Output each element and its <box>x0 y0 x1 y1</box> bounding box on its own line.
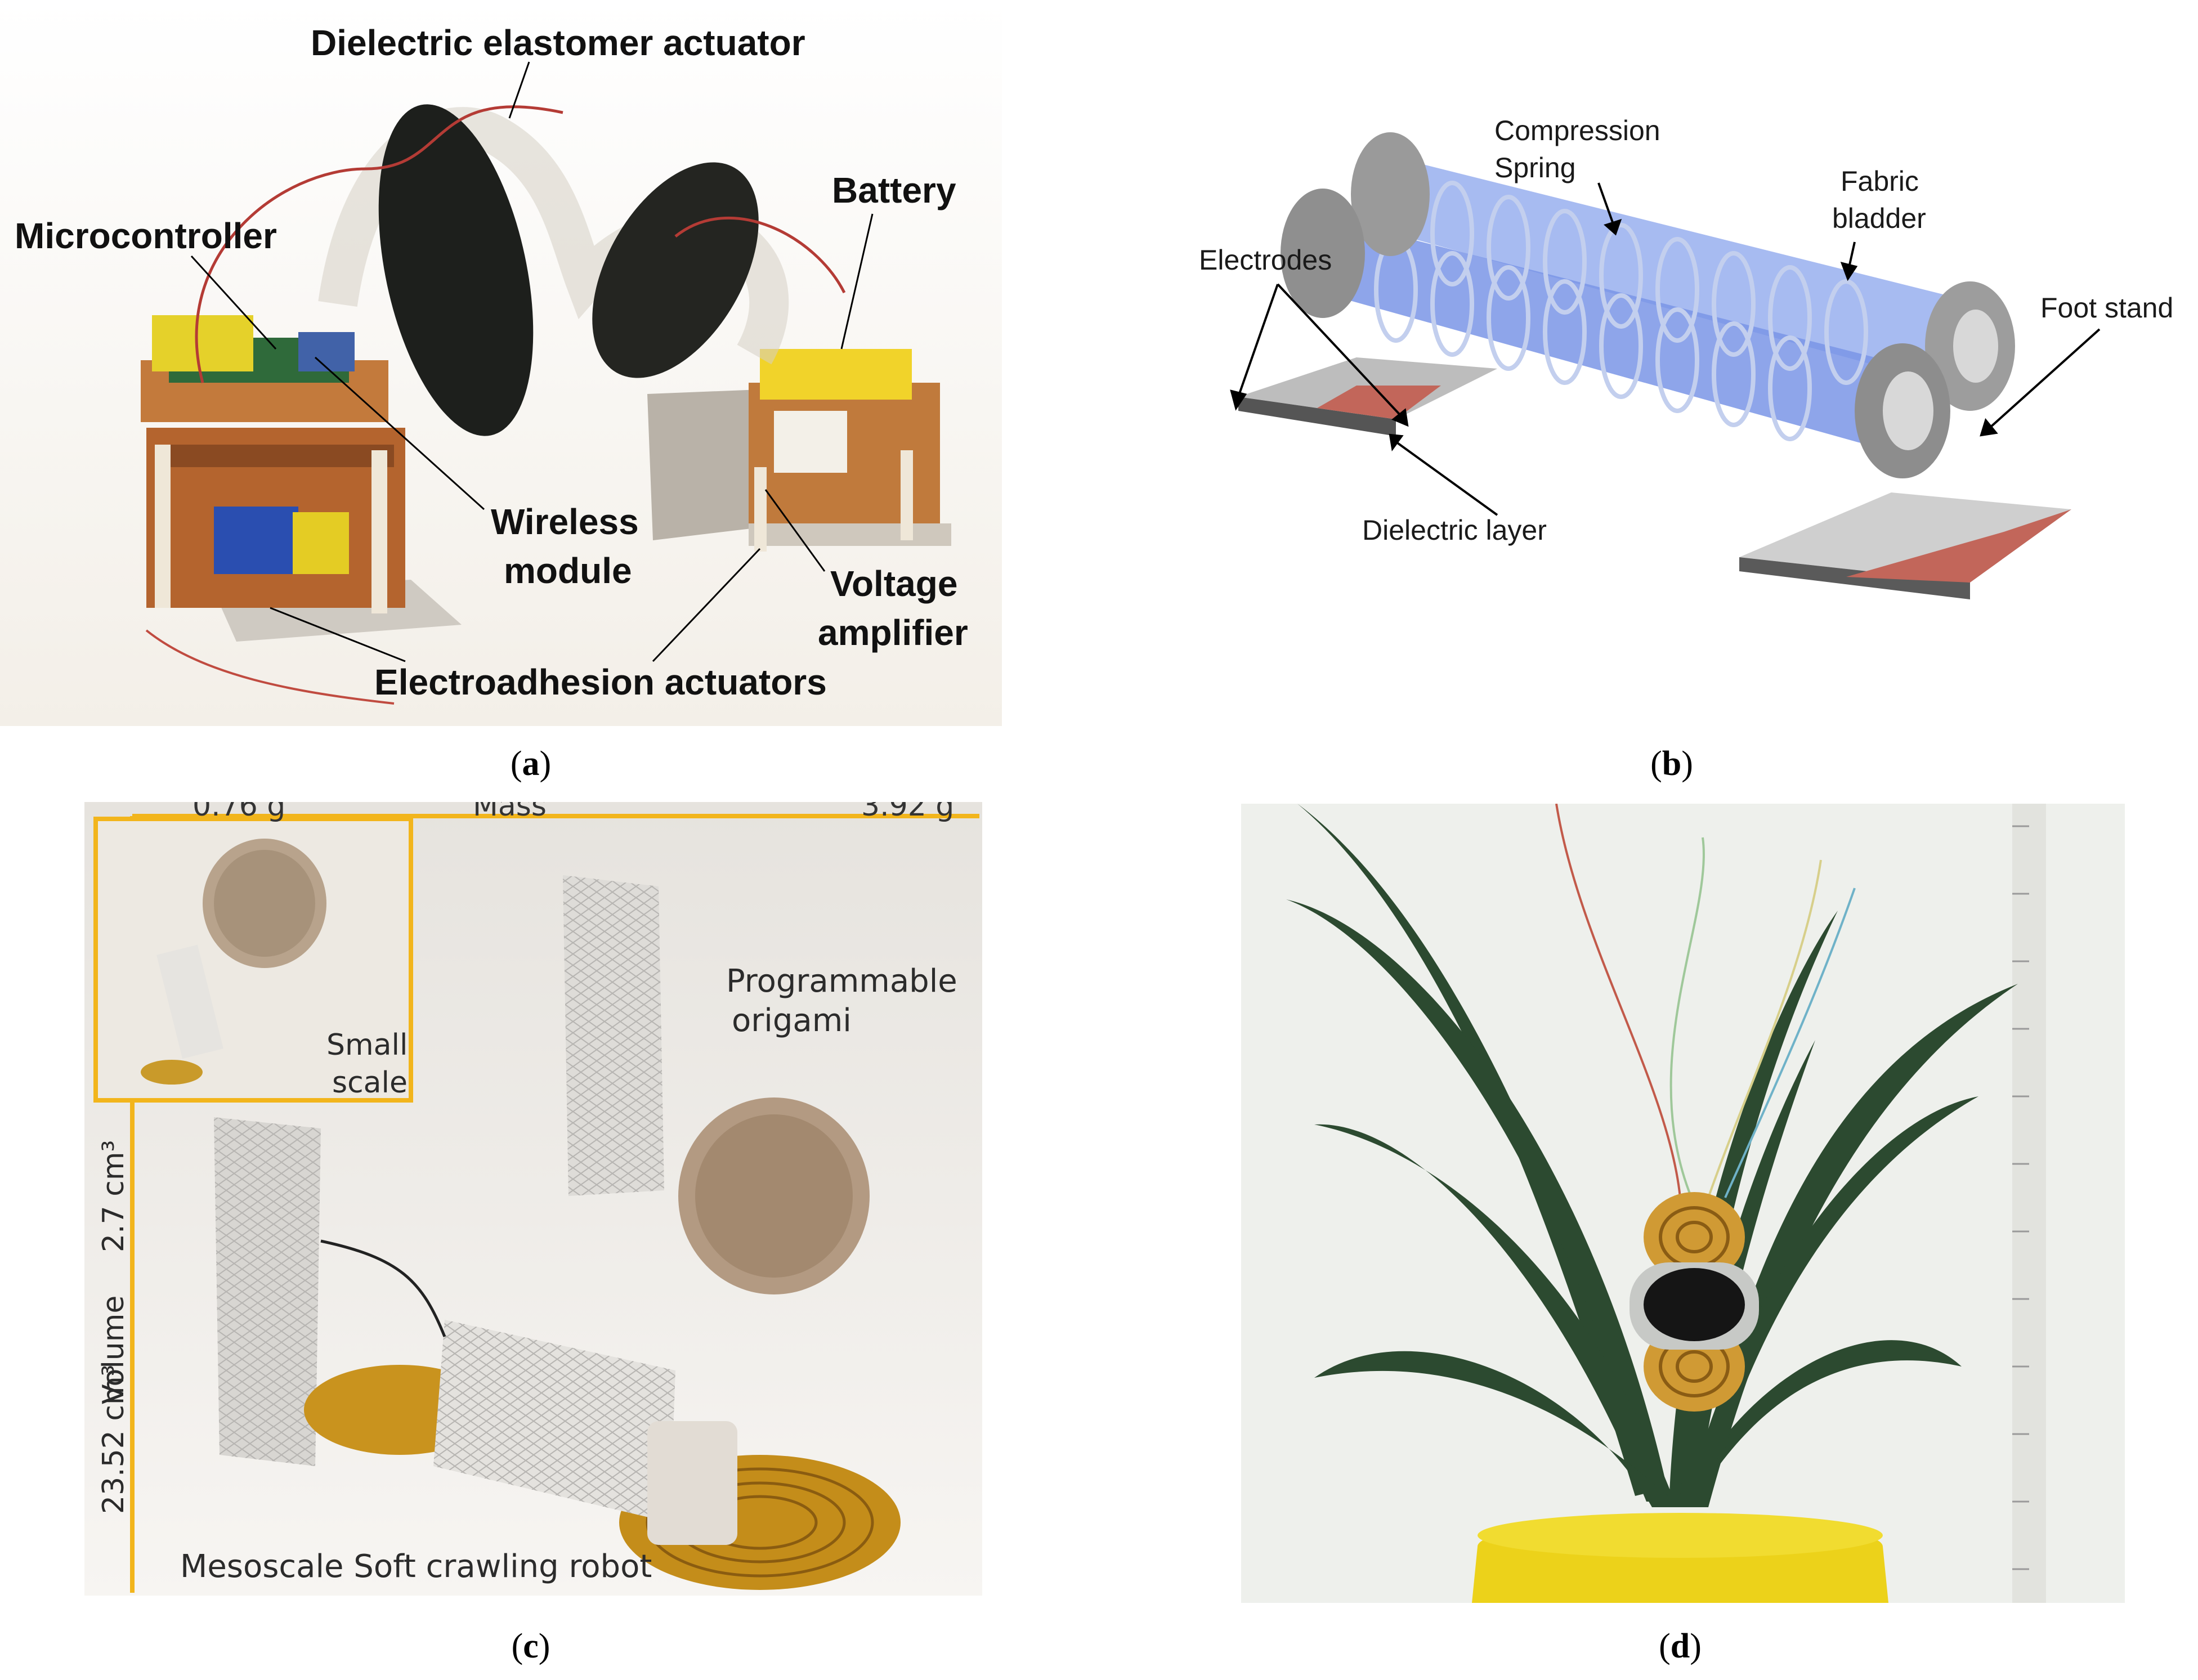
label-voltage-line2: amplifier <box>818 612 968 653</box>
label-programmable-line2: origami <box>732 1002 852 1039</box>
label-electrodes: Electrodes <box>1199 244 1332 276</box>
label-mass-max: 3.92 g <box>861 802 955 823</box>
panel-b-diagram: Compression Spring Fabric bladder Electr… <box>1171 104 2198 628</box>
dielectric-robot-illustration <box>0 0 1002 726</box>
caption-c: (c) <box>511 1627 550 1665</box>
label-volume: Volume <box>97 1295 131 1404</box>
panel-c-photo: 0.76 g Mass 3.92 g Small scale Programma… <box>84 802 982 1596</box>
label-fabric-line1: Fabric <box>1841 165 1919 197</box>
label-mesoscale-robot: Mesoscale Soft crawling robot <box>180 1548 652 1585</box>
label-fabric-line2: bladder <box>1832 203 1926 234</box>
label-microcontroller: Microcontroller <box>15 216 277 256</box>
label-compression-line2: Spring <box>1494 152 1576 183</box>
label-electroadhesion-actuators: Electroadhesion actuators <box>374 662 827 702</box>
soft-actuator-schematic <box>1171 104 2198 628</box>
label-mass-min: 0.76 g <box>193 802 286 823</box>
label-volume-min: 2.7 cm³ <box>97 1140 131 1252</box>
label-voltage-line1: Voltage <box>830 563 958 604</box>
panel-d-photo <box>1241 804 2125 1603</box>
plant-crawler-illustration <box>1241 804 2125 1603</box>
label-dielectric-layer: Dielectric layer <box>1362 514 1547 546</box>
label-dielectric-elastomer-actuator: Dielectric elastomer actuator <box>311 23 805 63</box>
caption-b: (b) <box>1650 745 1693 783</box>
label-small-line1: Small <box>326 1028 408 1062</box>
label-wireless-line2: module <box>504 550 632 591</box>
origami-crawler-illustration <box>84 802 982 1596</box>
label-small-line2: scale <box>332 1066 408 1100</box>
label-wireless-line1: Wireless <box>491 501 639 542</box>
panel-a-photo: Dielectric elastomer actuator Battery Mi… <box>0 0 1002 726</box>
label-foot-stand: Foot stand <box>2040 292 2174 324</box>
caption-d: (d) <box>1659 1627 1702 1665</box>
label-compression-line1: Compression <box>1494 115 1660 146</box>
caption-a: (a) <box>510 745 552 783</box>
label-programmable-line1: Programmable <box>726 963 957 1000</box>
label-mass: Mass <box>473 802 547 823</box>
label-battery: Battery <box>832 170 956 210</box>
